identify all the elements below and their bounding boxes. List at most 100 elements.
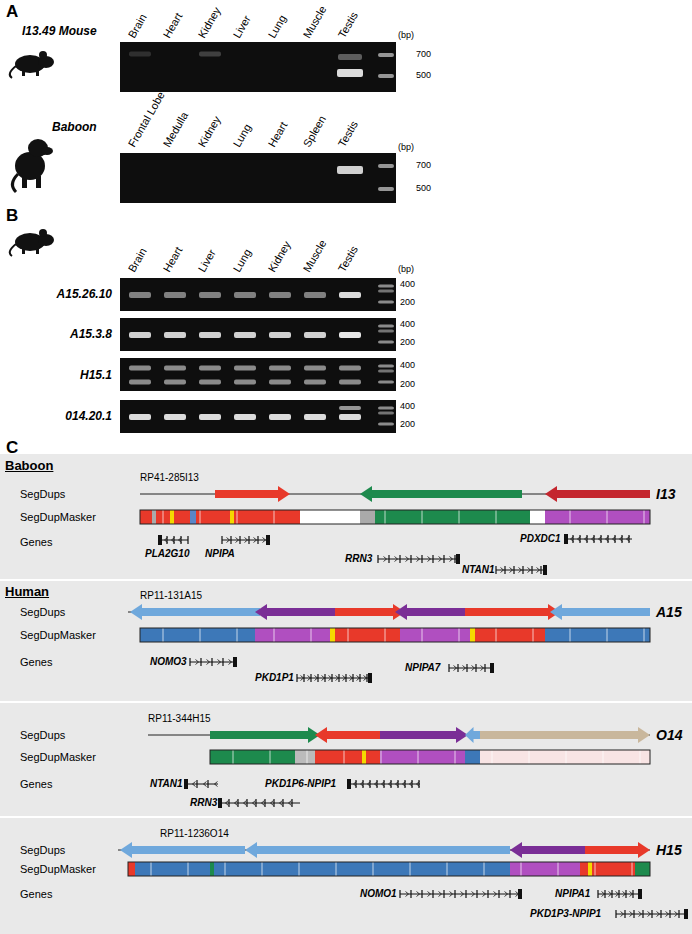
gel-band (234, 292, 256, 298)
gene-name: NTAN1 (462, 564, 495, 576)
lane-label: Spleen (301, 113, 329, 149)
gene-strand (403, 782, 406, 787)
gene-exon (476, 890, 477, 898)
segdupmasker-gap (521, 862, 522, 876)
segdupmasker-segment (588, 862, 592, 876)
gene-exon (189, 658, 190, 666)
clone-row-label: A15.26.10 (57, 287, 112, 301)
gene-exon (607, 535, 608, 543)
size-marker: 200 (400, 419, 415, 430)
clone-name: RP11-344H15 (148, 713, 211, 725)
segdupmasker-gap (348, 510, 349, 524)
gel-band (199, 414, 221, 420)
gene-strand (384, 557, 387, 562)
gene-strand (165, 538, 168, 543)
gene-exon (180, 536, 181, 544)
lane-label: Heart (161, 245, 185, 274)
track-label: Genes (20, 778, 52, 791)
gene-exon (291, 799, 292, 807)
segdupmasker-gap (595, 862, 596, 876)
gene-name: NOMO1 (360, 888, 397, 900)
segdupmasker-segment (360, 510, 375, 524)
specimen-label: Baboon (52, 120, 97, 134)
mouse-ear (39, 51, 47, 59)
lane-label: Kidney (196, 114, 223, 149)
gene-exon (207, 780, 208, 788)
gene-exon (484, 664, 485, 672)
gene-exon (572, 535, 573, 543)
segdupmasker-gap (418, 750, 419, 764)
gene-end (218, 798, 222, 808)
gene-strand (461, 892, 464, 897)
gel-band (304, 292, 326, 298)
size-marker: 700 (416, 49, 431, 60)
segdup-arrow (480, 727, 650, 743)
gene-end (518, 889, 522, 899)
segdup-arrow (210, 727, 320, 743)
gene-end (684, 909, 688, 919)
gene-strand (417, 557, 420, 562)
segdupmasker-segment (375, 510, 530, 524)
gene-exon (399, 555, 400, 563)
clone-row-label: A15.3.8 (70, 327, 112, 341)
gene-strand (218, 660, 221, 665)
segdupmasker-gap (163, 628, 164, 642)
gene-strand (280, 801, 283, 806)
gene-exon (264, 799, 265, 807)
gene-strand (322, 676, 325, 681)
lane-label: Liver (196, 247, 218, 274)
segdup-arrow (255, 604, 335, 620)
gene-exon (196, 780, 197, 788)
gene-line (186, 784, 218, 785)
gene-exon (376, 780, 377, 788)
gene-exon (651, 910, 652, 918)
segdupmasker-gap (533, 628, 534, 642)
track-label: SegDups (20, 606, 65, 619)
segdupmasker-gap (307, 750, 308, 764)
gene-exon (466, 664, 467, 672)
gene-strand (613, 537, 616, 542)
gene-end (638, 889, 642, 899)
gene-strand (630, 912, 633, 917)
size-marker: 200 (400, 337, 415, 348)
gene-end (456, 554, 460, 564)
lane-label: Testis (336, 244, 360, 274)
gene-exon (410, 890, 411, 898)
gene-exon (211, 658, 212, 666)
segdupmasker-gap (492, 750, 493, 764)
gene-strand (382, 782, 385, 787)
gel-band (129, 332, 151, 338)
segdupmasker-gap (455, 750, 456, 764)
gene-exon (579, 535, 580, 543)
gene-exon (239, 536, 240, 544)
gene-exon (593, 535, 594, 543)
gel-image (120, 358, 396, 391)
gel-band (378, 370, 394, 373)
gel-band (378, 187, 394, 191)
segdupmasker-gap (603, 750, 604, 764)
species-heading: Baboon (5, 458, 53, 474)
mouse-leg (22, 71, 25, 76)
gene-strand (215, 782, 218, 787)
segdup-arrow (465, 727, 482, 743)
gene-exon (443, 555, 444, 563)
segdupmasker-segment (635, 862, 650, 876)
gene-strand (229, 660, 232, 665)
gene-strand (675, 912, 678, 917)
segdupmasker-segment (170, 510, 174, 524)
segdupmasker-segment (330, 628, 335, 642)
segdupmasker-gap (496, 628, 497, 642)
gene-exon (432, 890, 433, 898)
segdupmasker-gap (632, 862, 633, 876)
gene-exon (443, 890, 444, 898)
gel-band (339, 292, 361, 298)
gel-band (339, 380, 361, 385)
segdupmasker-gap (200, 628, 201, 642)
gene-strand (375, 782, 378, 787)
segdup-arrow (395, 604, 475, 620)
segdupmasker-gap (151, 862, 152, 876)
gel-image (120, 318, 396, 351)
gene-exon (362, 780, 363, 788)
panel-band (0, 703, 692, 816)
gene-strand (620, 537, 623, 542)
